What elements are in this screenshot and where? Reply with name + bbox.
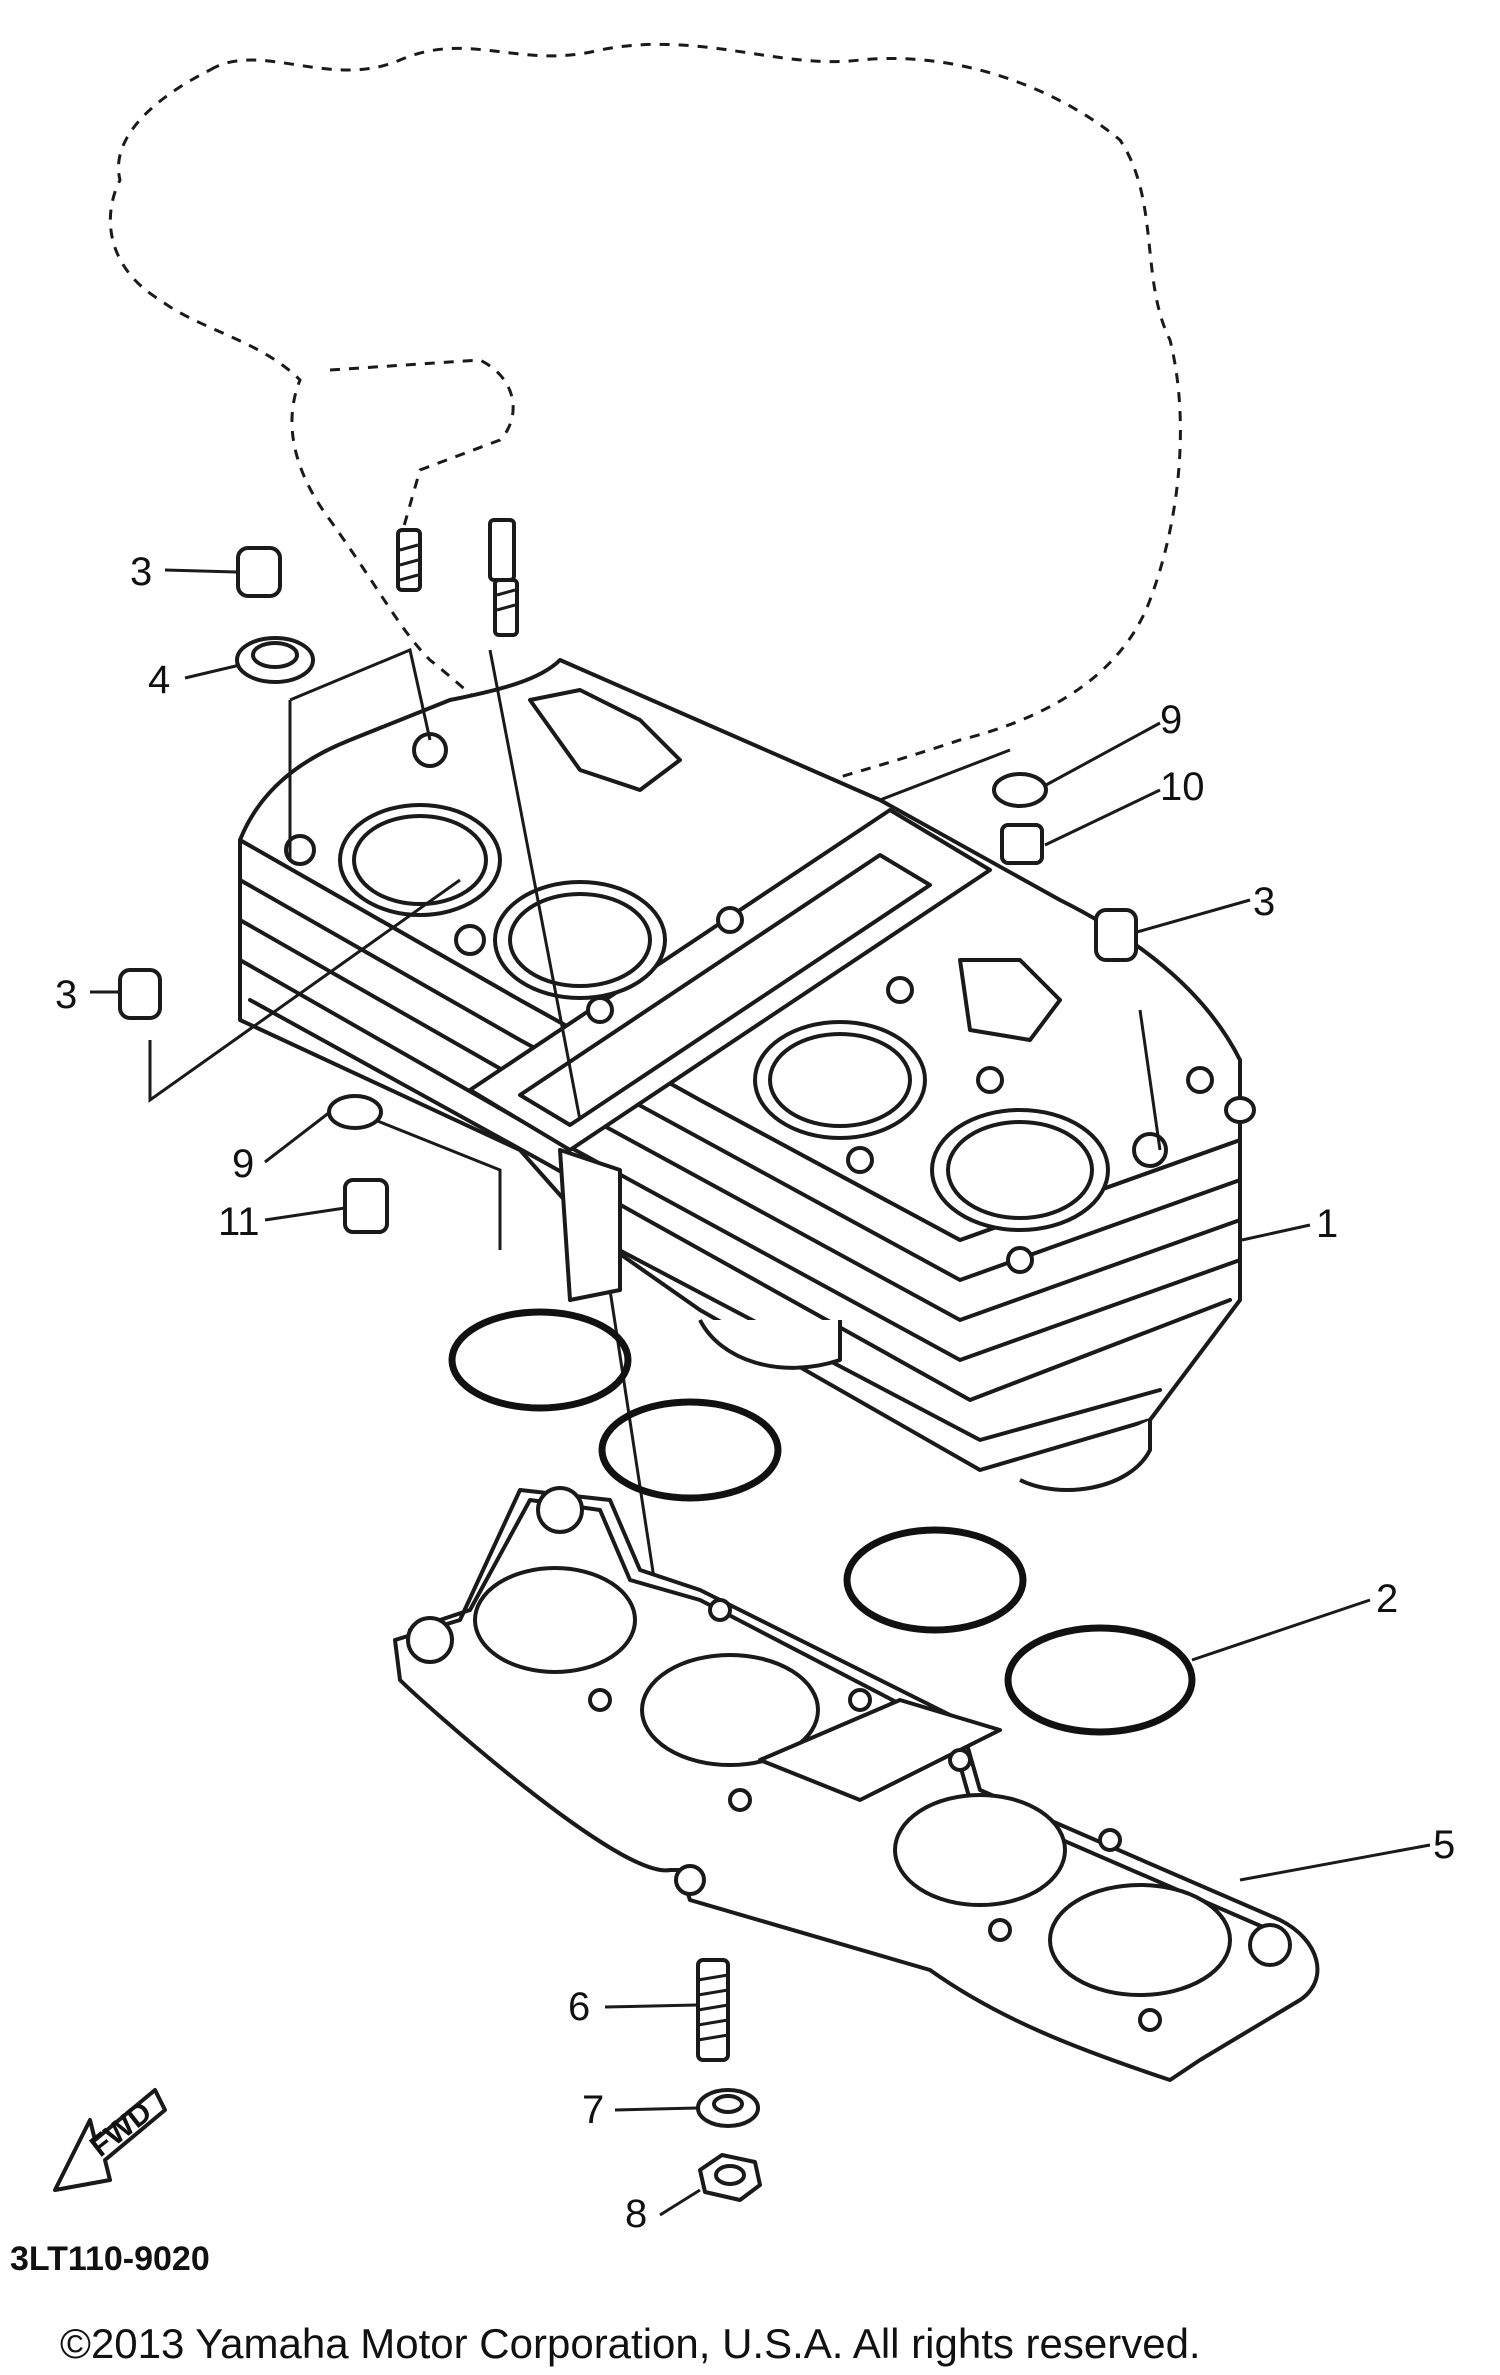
callout-3-top-left: 3 bbox=[130, 550, 152, 594]
callout-8: 8 bbox=[625, 2192, 647, 2236]
small-parts bbox=[118, 546, 1138, 2202]
cylinder-block bbox=[238, 658, 1256, 1492]
callout-11: 11 bbox=[218, 1200, 260, 1244]
crankcase-outline bbox=[108, 42, 1182, 819]
callout-9-right: 9 bbox=[1160, 698, 1182, 742]
callout-7: 7 bbox=[582, 2088, 604, 2132]
callout-10: 10 bbox=[1160, 765, 1205, 809]
fwd-arrow: FWD bbox=[53, 2088, 167, 2192]
part-code: 3LT110-9020 bbox=[10, 2240, 210, 2278]
callout-labels: 3 4 3 9 10 3 9 11 1 2 5 6 7 8 bbox=[55, 550, 1455, 2236]
copyright-notice: ©2013 Yamaha Motor Corporation, U.S.A. A… bbox=[60, 2320, 1201, 2367]
callout-6: 6 bbox=[568, 1985, 590, 2029]
callout-4: 4 bbox=[148, 658, 170, 702]
callout-9-left: 9 bbox=[232, 1142, 254, 1186]
crankcase-studs bbox=[396, 518, 519, 637]
callout-leaders bbox=[90, 568, 1431, 2217]
callout-3-right: 3 bbox=[1253, 880, 1275, 924]
o-rings bbox=[448, 1308, 1196, 1736]
callout-5: 5 bbox=[1433, 1823, 1455, 1867]
callout-2: 2 bbox=[1376, 1577, 1398, 1621]
callout-3-left: 3 bbox=[55, 973, 77, 1017]
callout-1: 1 bbox=[1316, 1202, 1338, 1246]
base-gasket bbox=[393, 1486, 1320, 2082]
